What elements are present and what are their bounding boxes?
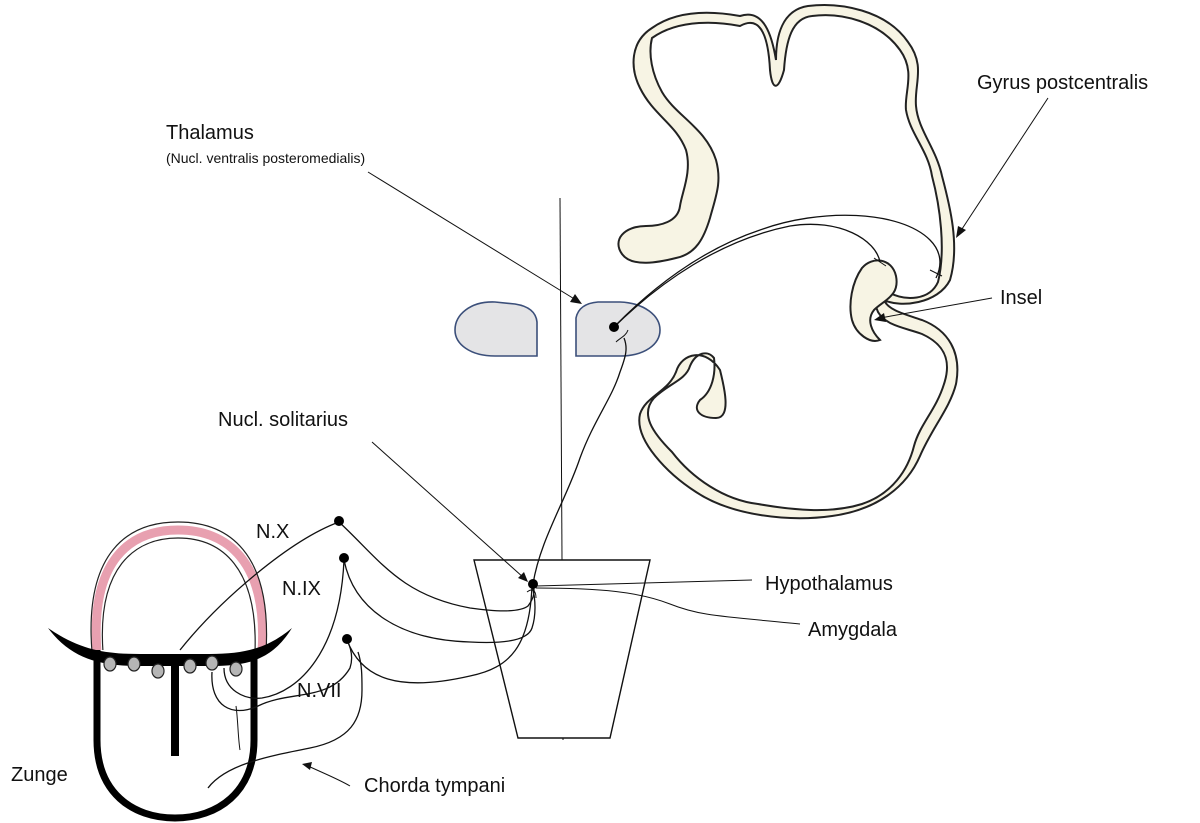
label-n-vii: N.VII bbox=[297, 680, 341, 702]
label-hypothalamus: Hypothalamus bbox=[765, 573, 893, 595]
label-n-x: N.X bbox=[256, 521, 289, 543]
label-thalamus-sub: (Nucl. ventralis posteromedialis) bbox=[166, 150, 365, 166]
label-n-ix: N.IX bbox=[282, 578, 321, 600]
label-zunge: Zunge bbox=[11, 764, 68, 786]
tongue-posterior-border bbox=[96, 530, 262, 652]
label-chorda-tympani: Chorda tympani bbox=[364, 775, 505, 797]
label-insel: Insel bbox=[1000, 287, 1042, 309]
cortex-section bbox=[618, 5, 957, 518]
label-nucl-solitarius: Nucl. solitarius bbox=[218, 409, 348, 431]
label-amygdala: Amygdala bbox=[808, 619, 898, 641]
thalamus-left-nucleus bbox=[455, 302, 537, 356]
label-gyrus-postcentralis: Gyrus postcentralis bbox=[977, 72, 1148, 94]
label-thalamus: Thalamus bbox=[166, 122, 254, 144]
brainstem-section bbox=[474, 560, 650, 738]
